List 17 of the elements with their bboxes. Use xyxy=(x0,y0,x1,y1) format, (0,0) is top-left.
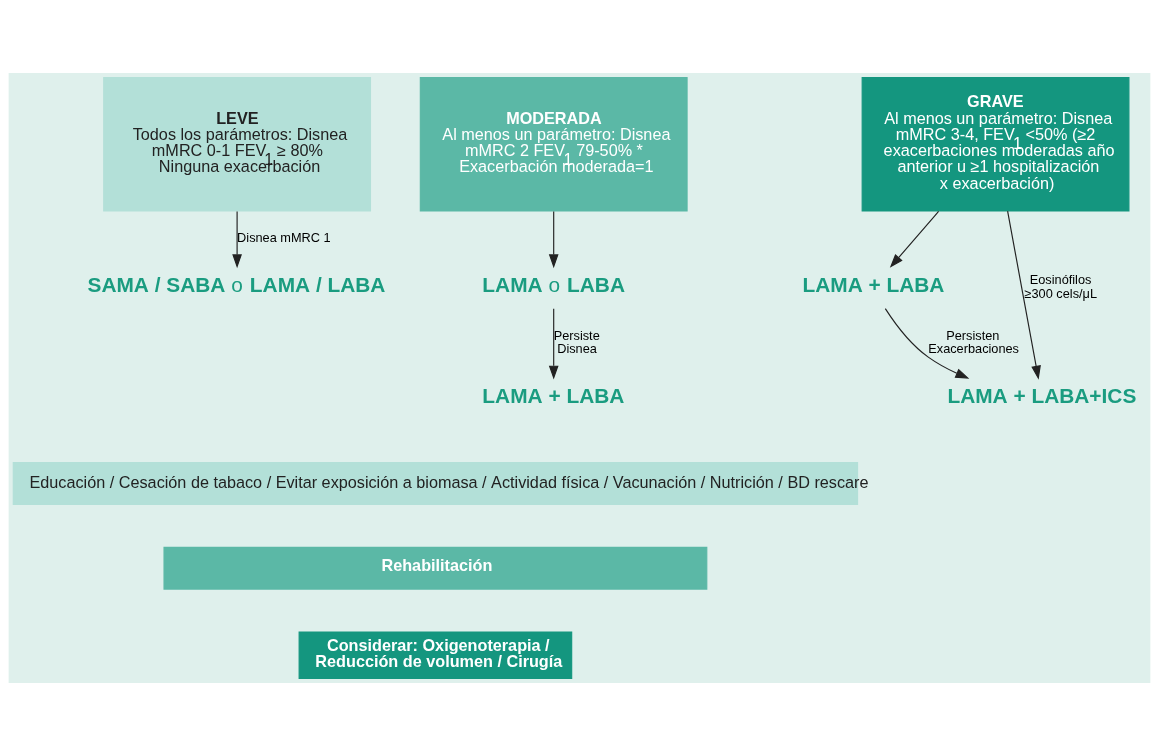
edge-label: Persiste Disnea xyxy=(553,327,600,357)
node-box: Considerar: Oxigenoterapia / Reducción de volumen / Cirugía xyxy=(298,631,573,679)
arrow xyxy=(232,210,242,269)
node-text: LAMA + LABA+ICS xyxy=(947,383,1137,407)
node-text: SAMA / SABA o LAMA / LABA xyxy=(87,272,386,296)
arrow xyxy=(548,308,559,380)
edge-label: Eosinófilos ≥300 cels/μL xyxy=(1024,271,1097,301)
node-box: Rehabilitación xyxy=(163,546,708,590)
node-text: LAMA o LABA xyxy=(482,272,625,296)
arrow xyxy=(889,210,940,268)
edge-label: Disnea mMRC 1 xyxy=(237,230,331,246)
arrow xyxy=(1007,210,1041,380)
edge-label: Persisten Exacerbaciones xyxy=(928,327,1020,357)
node-text: LAMA + LABA xyxy=(482,383,625,407)
arrow xyxy=(884,308,970,379)
arrow xyxy=(548,210,559,269)
node-text: LAMA + LABA xyxy=(802,272,945,296)
